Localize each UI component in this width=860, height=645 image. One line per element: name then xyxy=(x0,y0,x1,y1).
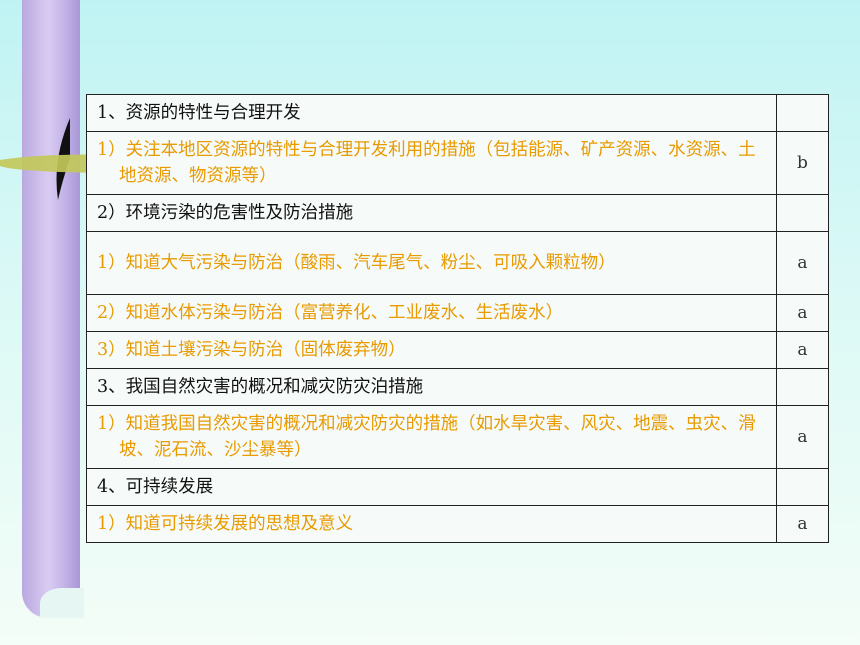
row-text: 2）知道水体污染与防治（富营养化、工业废水、生活废水） xyxy=(97,303,564,323)
row-level: a xyxy=(776,294,829,332)
row-level: a xyxy=(776,331,829,369)
row-text: 2）环境污染的危害性及防治措施 xyxy=(86,194,777,232)
table-row: 4、可持续发展 xyxy=(86,468,829,506)
table-row: 1、资源的特性与合理开发 xyxy=(86,94,829,132)
table-row: 1）知道大气污染与防治（酸雨、汽车尾气、粉尘、可吸入颗粒物） a xyxy=(86,231,829,295)
table-row: 2）环境污染的危害性及防治措施 xyxy=(86,194,829,232)
curriculum-table: 1、资源的特性与合理开发 1）关注本地区资源的特性与合理开发利用的措施（包括能源… xyxy=(86,94,829,543)
row-text: 3）知道土壤污染与防治（固体废弃物） xyxy=(97,340,406,360)
row-level xyxy=(776,468,829,506)
scroll-decoration xyxy=(22,0,80,618)
row-level: a xyxy=(776,505,829,543)
row-text: 1）知道可持续发展的思想及意义 xyxy=(97,514,354,534)
row-level xyxy=(776,94,829,132)
row-text: 1、资源的特性与合理开发 xyxy=(86,94,777,132)
row-text: 4、可持续发展 xyxy=(86,468,777,506)
table-row: 1）知道可持续发展的思想及意义 a xyxy=(86,505,829,543)
table-row: 3、我国自然灾害的概况和减灾防灾泊措施 xyxy=(86,368,829,406)
row-level: a xyxy=(776,405,829,469)
row-level: a xyxy=(776,231,829,295)
row-text: 1）知道大气污染与防治（酸雨、汽车尾气、粉尘、可吸入颗粒物） xyxy=(97,253,616,273)
row-text: 1）关注本地区资源的特性与合理开发利用的措施（包括能源、矿产资源、水资源、土地资… xyxy=(97,140,756,186)
scroll-curl xyxy=(40,588,84,618)
row-level: b xyxy=(776,131,829,195)
table-row: 1）关注本地区资源的特性与合理开发利用的措施（包括能源、矿产资源、水资源、土地资… xyxy=(86,131,829,195)
row-text: 1）知道我国自然灾害的概况和减灾防灾的措施（如水旱灾害、风灾、地震、虫灾、滑坡、… xyxy=(97,414,756,460)
table-row: 3）知道土壤污染与防治（固体废弃物） a xyxy=(86,331,829,369)
row-text: 3、我国自然灾害的概况和减灾防灾泊措施 xyxy=(86,368,777,406)
table-row: 1）知道我国自然灾害的概况和减灾防灾的措施（如水旱灾害、风灾、地震、虫灾、滑坡、… xyxy=(86,405,829,469)
row-level xyxy=(776,194,829,232)
row-level xyxy=(776,368,829,406)
table-row: 2）知道水体污染与防治（富营养化、工业废水、生活废水） a xyxy=(86,294,829,332)
